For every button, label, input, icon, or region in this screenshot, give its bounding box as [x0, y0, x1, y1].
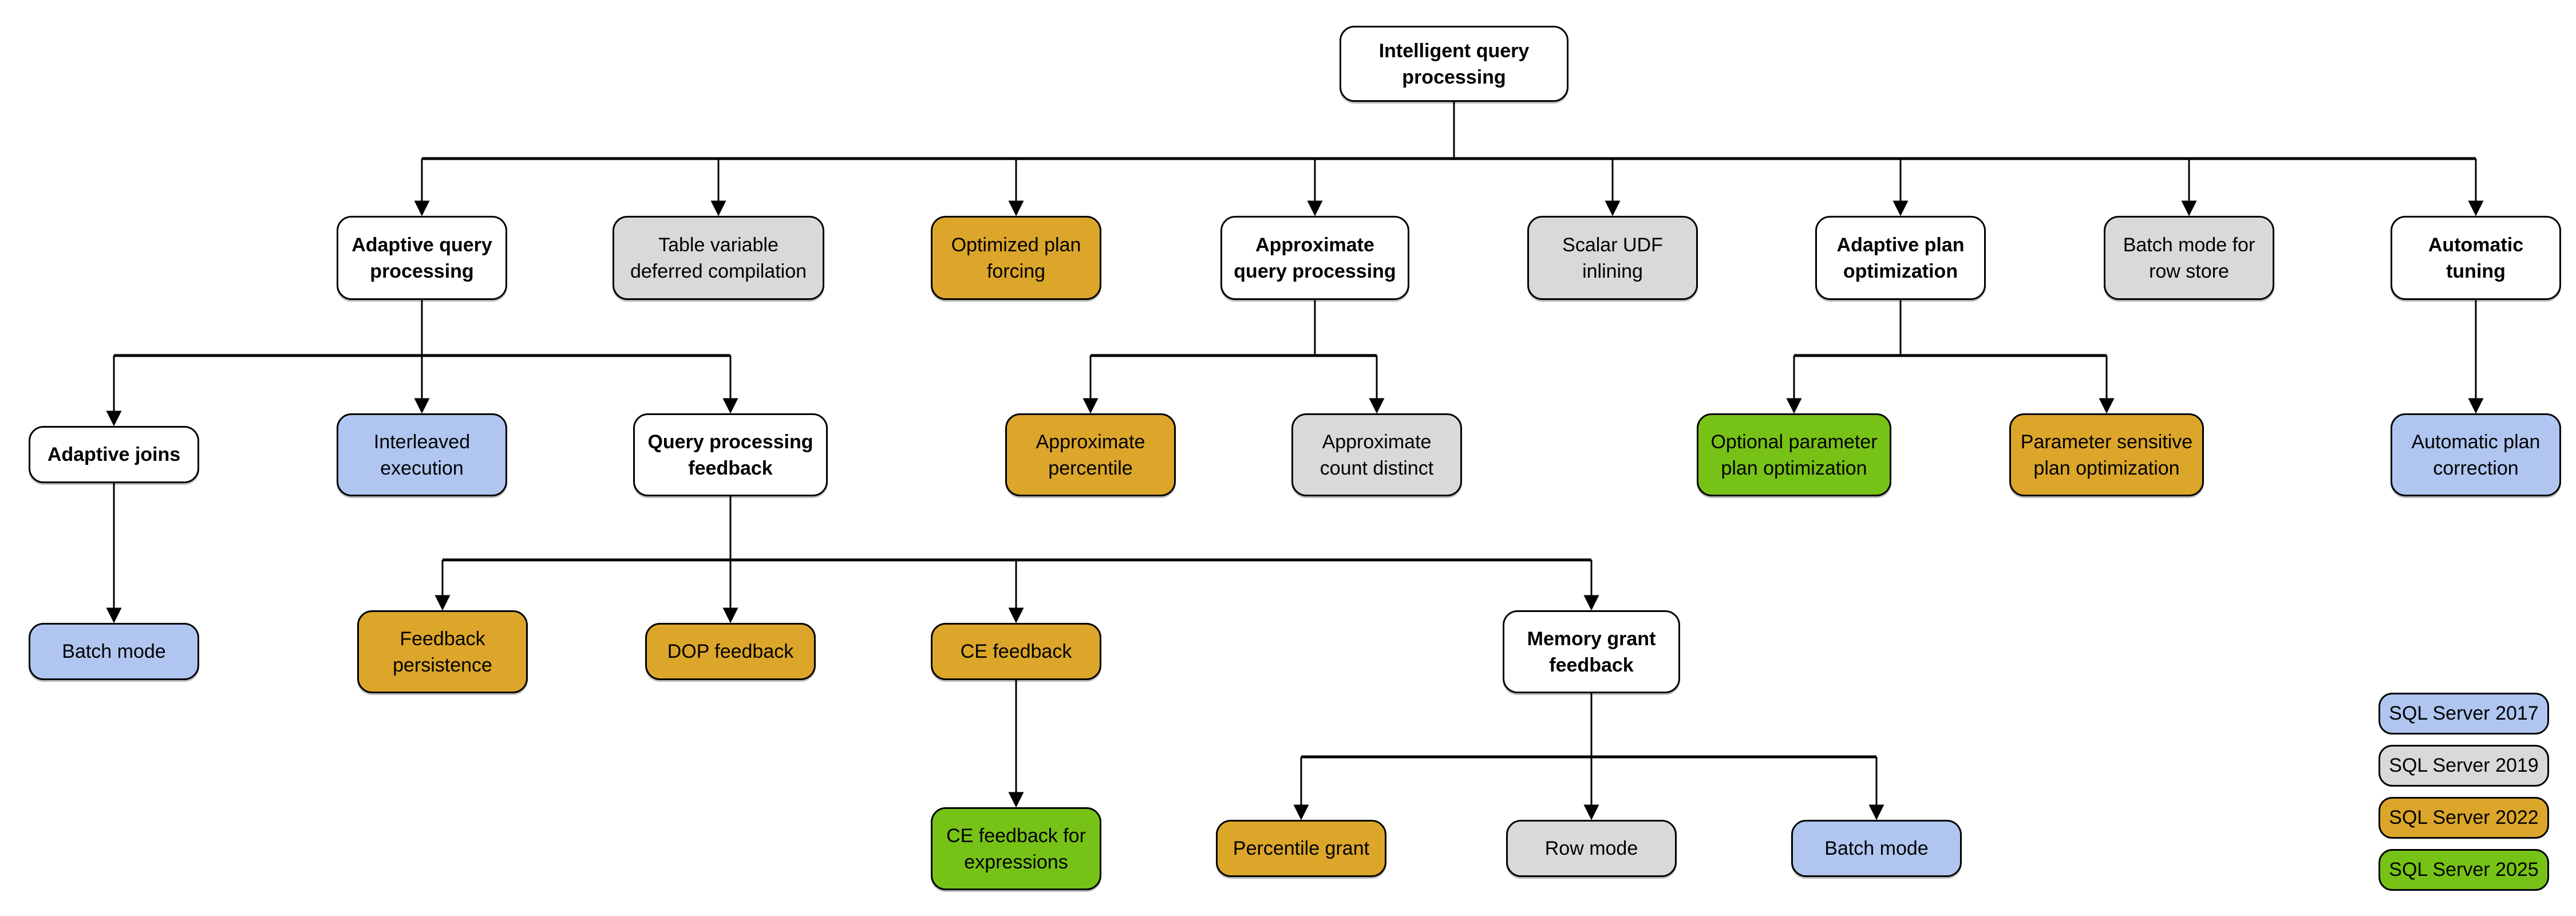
node-label-line: Batch mode [1824, 838, 1929, 859]
node-intelligent-query-processing: Intelligent query processing [1340, 26, 1568, 102]
node-label-line: correction [2433, 457, 2519, 479]
node-label-line: CE feedback for [946, 824, 1086, 847]
node-percentile-grant: Percentile grant [1216, 820, 1386, 877]
node-label-line: Approximate [1036, 431, 1145, 453]
node-label-line: Query processing [647, 431, 813, 453]
node-scalar-udf-inlining: Scalar UDF inlining [1527, 216, 1698, 300]
node-label-line: feedback [688, 457, 773, 479]
legend-item-label: SQL Server 2017 [2389, 702, 2539, 724]
node-label-line: Interleaved [373, 431, 471, 453]
node-label-line: Memory grant [1527, 627, 1656, 650]
node-label-line: persistence [393, 654, 492, 676]
node-label-line: plan optimization [1721, 457, 1867, 479]
node-label-line: Row mode [1544, 838, 1638, 859]
node-automatic-tuning: Automatic tuning [2391, 216, 2561, 300]
legend-item-sql-server-2019: SQL Server 2019 [2379, 745, 2549, 787]
edge-lines [106, 102, 2484, 820]
node-query-processing-feedback: Query processing feedback [633, 413, 828, 496]
node-label-line: Adaptive query [351, 234, 492, 256]
legend-item-sql-server-2017: SQL Server 2017 [2379, 693, 2549, 735]
node-dop-feedback: DOP feedback [645, 623, 816, 680]
legend-item-label: SQL Server 2019 [2389, 755, 2539, 776]
node-label-line: query processing [1234, 260, 1396, 282]
node-optional-parameter-plan-optimization: Optional parameter plan optimization [1697, 413, 1891, 496]
node-batch-mode-1: Batch mode [29, 623, 199, 680]
node-label-line: Approximate [1255, 234, 1374, 256]
node-label-line: Scalar UDF [1562, 234, 1663, 256]
node-automatic-plan-correction: Automatic plan correction [2391, 413, 2561, 496]
node-approximate-query-processing: Approximate query processing [1220, 216, 1409, 300]
node-label-line: execution [380, 457, 464, 479]
node-batch-mode-for-row-store: Batch mode for row store [2104, 216, 2274, 300]
node-label-line: Approximate [1322, 431, 1432, 453]
node-label-line: deferred compilation [630, 260, 807, 282]
legend-item-label: SQL Server 2025 [2389, 859, 2539, 881]
node-interleaved-execution: Interleaved execution [337, 413, 507, 496]
node-table-variable-deferred-compilation: Table variable deferred compilation [613, 216, 824, 300]
node-feedback-persistence: Feedback persistence [357, 610, 528, 693]
node-adaptive-query-processing: Adaptive query processing [337, 216, 507, 300]
node-parameter-sensitive-plan-optimization: Parameter sensitive plan optimization [2009, 413, 2204, 496]
legend-item-label: SQL Server 2022 [2389, 807, 2539, 828]
node-label-line: Adaptive joins [47, 444, 181, 465]
node-label-line: DOP feedback [667, 641, 794, 662]
node-row-mode: Row mode [1506, 820, 1677, 877]
node-label-line: processing [370, 260, 474, 282]
node-label-line: row store [2149, 260, 2229, 282]
node-label-line: processing [1402, 66, 1506, 88]
node-label-line: Optional parameter [1710, 431, 1878, 453]
legend-item-sql-server-2025: SQL Server 2025 [2379, 849, 2549, 891]
node-label-line: forcing [986, 260, 1046, 282]
node-label-line: CE feedback [960, 641, 1072, 662]
node-label-line: inlining [1582, 260, 1643, 282]
node-label-line: Batch mode for [2123, 234, 2255, 256]
node-label-line: percentile [1048, 457, 1133, 479]
node-label-line: plan optimization [2033, 457, 2180, 479]
node-ce-feedback: CE feedback [931, 623, 1101, 680]
node-label-line: Batch mode [62, 641, 166, 662]
node-approximate-percentile: Approximate percentile [1005, 413, 1176, 496]
node-optimized-plan-forcing: Optimized plan forcing [931, 216, 1101, 300]
node-batch-mode-2: Batch mode [1791, 820, 1962, 877]
node-adaptive-joins: Adaptive joins [29, 426, 199, 483]
node-label-line: Parameter sensitive [2020, 431, 2193, 453]
node-memory-grant-feedback: Memory grant feedback [1503, 610, 1680, 693]
node-ce-feedback-for-expressions: CE feedback for expressions [931, 807, 1101, 890]
node-approximate-count-distinct: Approximate count distinct [1291, 413, 1462, 496]
node-label-line: expressions [964, 851, 1068, 873]
node-label-line: tuning [2446, 260, 2506, 282]
node-label-line: Optimized plan [951, 234, 1081, 256]
node-label-line: feedback [1549, 654, 1634, 676]
node-label-line: optimization [1843, 260, 1958, 282]
node-adaptive-plan-optimization: Adaptive plan optimization [1815, 216, 1986, 300]
node-label-line: Percentile grant [1232, 838, 1370, 859]
node-label-line: Feedback [400, 627, 485, 650]
node-label-line: Adaptive plan [1836, 234, 1965, 256]
node-label-line: Table variable [658, 234, 779, 256]
node-label-line: count distinct [1319, 457, 1434, 479]
node-label-line: Automatic [2428, 234, 2524, 256]
node-label-line: Intelligent query [1378, 40, 1530, 62]
node-label-line: Automatic plan [2411, 431, 2541, 453]
legend-item-sql-server-2022: SQL Server 2022 [2379, 797, 2549, 839]
